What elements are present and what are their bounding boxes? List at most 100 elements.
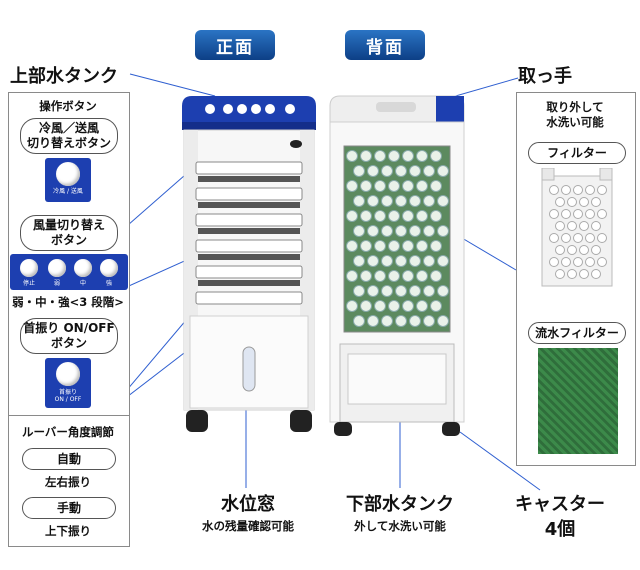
filter-part-hole — [549, 257, 559, 267]
filter-hole — [388, 240, 400, 252]
auto-label: 自動 — [22, 448, 116, 470]
back-cooler-drawing — [329, 95, 465, 436]
filter-hole — [416, 300, 428, 312]
filter-hole — [409, 195, 421, 207]
filter-hole — [367, 285, 379, 297]
filter-hole — [346, 150, 358, 162]
water-filter-illustration — [538, 348, 618, 454]
filter-hole — [402, 210, 414, 222]
filter-part-hole — [549, 185, 559, 195]
removable-text: 取り外して 水洗い可能 — [546, 100, 604, 129]
filter-part-hole — [561, 185, 571, 195]
cool-fan-button-icon — [56, 162, 80, 186]
airflow-button-panel: 停止 弱 中 強 — [10, 254, 128, 290]
filter-hole — [353, 165, 365, 177]
filter-hole — [374, 150, 386, 162]
stop-button-icon — [20, 259, 38, 277]
filter-part-hole — [579, 197, 589, 207]
filter-part-hole — [579, 245, 589, 255]
filter-hole — [416, 270, 428, 282]
filter-part-hole — [579, 269, 589, 279]
top-tank-callout: 上部水タンク — [10, 66, 118, 87]
filter-hole — [346, 180, 358, 192]
filter-hole — [374, 210, 386, 222]
filter-label: フィルター — [528, 142, 626, 164]
filter-hole — [381, 315, 393, 327]
filter-hole — [402, 150, 414, 162]
filter-hole — [437, 195, 449, 207]
filter-hole — [367, 195, 379, 207]
filter-hole — [388, 300, 400, 312]
louver-title: ルーバー角度調節 — [22, 425, 114, 439]
filter-hole — [346, 300, 358, 312]
filter-part-hole — [573, 185, 583, 195]
filter-part-hole — [561, 233, 571, 243]
filter-part-hole — [597, 233, 607, 243]
filter-hole — [430, 210, 442, 222]
filter-hole — [353, 225, 365, 237]
filter-hole — [381, 255, 393, 267]
filter-part-hole — [567, 245, 577, 255]
filter-hole — [430, 240, 442, 252]
filter-hole — [423, 225, 435, 237]
filter-hole — [437, 315, 449, 327]
front-cooler-illustration — [178, 92, 320, 432]
handle-callout: 取っ手 — [518, 66, 572, 87]
filter-hole — [360, 300, 372, 312]
filter-part-hole — [555, 221, 565, 231]
filter-hole — [395, 165, 407, 177]
filter-hole — [402, 180, 414, 192]
filter-hole — [346, 270, 358, 282]
airflow-label-strong: 強 — [105, 280, 112, 287]
bottom-tank-title: 下部水タンク — [346, 494, 454, 515]
filter-part-hole — [591, 245, 601, 255]
auto-desc: 左右振り — [45, 475, 91, 489]
filter-part-hole — [597, 257, 607, 267]
cool-fan-switch-label: 冷風／送風 切り替えボタン — [20, 118, 118, 154]
filter-hole — [416, 150, 428, 162]
filter-hole — [367, 165, 379, 177]
filter-hole — [381, 225, 393, 237]
filter-hole — [437, 225, 449, 237]
front-cooler-drawing — [182, 96, 316, 432]
filter-hole — [409, 255, 421, 267]
filter-part-hole — [555, 269, 565, 279]
water-window-desc: 水の残量確認可能 — [202, 519, 294, 533]
filter-hole — [388, 270, 400, 282]
filter-hole — [374, 240, 386, 252]
filter-hole — [367, 255, 379, 267]
filter-part-hole — [591, 269, 601, 279]
filter-part-hole — [573, 257, 583, 267]
manual-desc: 上下振り — [45, 524, 91, 538]
airflow-label-stop: 停止 — [22, 280, 35, 287]
airflow-label-weak: 弱 — [53, 280, 60, 287]
filter-hole — [409, 315, 421, 327]
filter-part-hole — [597, 209, 607, 219]
filter-hole — [395, 285, 407, 297]
filter-hole — [395, 255, 407, 267]
filter-part-hole — [567, 221, 577, 231]
airflow-switch-label: 風量切り替え ボタン — [20, 215, 118, 251]
filter-hole — [346, 240, 358, 252]
filter-drawing — [541, 167, 613, 287]
filter-hole — [423, 195, 435, 207]
filter-hole — [402, 270, 414, 282]
filter-hole — [346, 210, 358, 222]
filter-part-hole — [585, 209, 595, 219]
swing-button-panel: 首振り ON / OFF — [45, 358, 91, 408]
filter-hole — [360, 150, 372, 162]
filter-hole — [437, 285, 449, 297]
filter-hole — [402, 240, 414, 252]
filter-hole — [430, 150, 442, 162]
filter-part-hole — [585, 185, 595, 195]
louver-info-box — [8, 415, 130, 547]
filter-hole — [430, 180, 442, 192]
filter-hole — [423, 285, 435, 297]
swing-panel-label: 首振り ON / OFF — [54, 389, 82, 403]
filter-hole — [367, 225, 379, 237]
swing-button-icon — [56, 362, 80, 386]
filter-part-hole — [567, 269, 577, 279]
filter-hole — [409, 225, 421, 237]
operation-buttons-title: 操作ボタン — [39, 99, 97, 113]
filter-hole — [416, 240, 428, 252]
